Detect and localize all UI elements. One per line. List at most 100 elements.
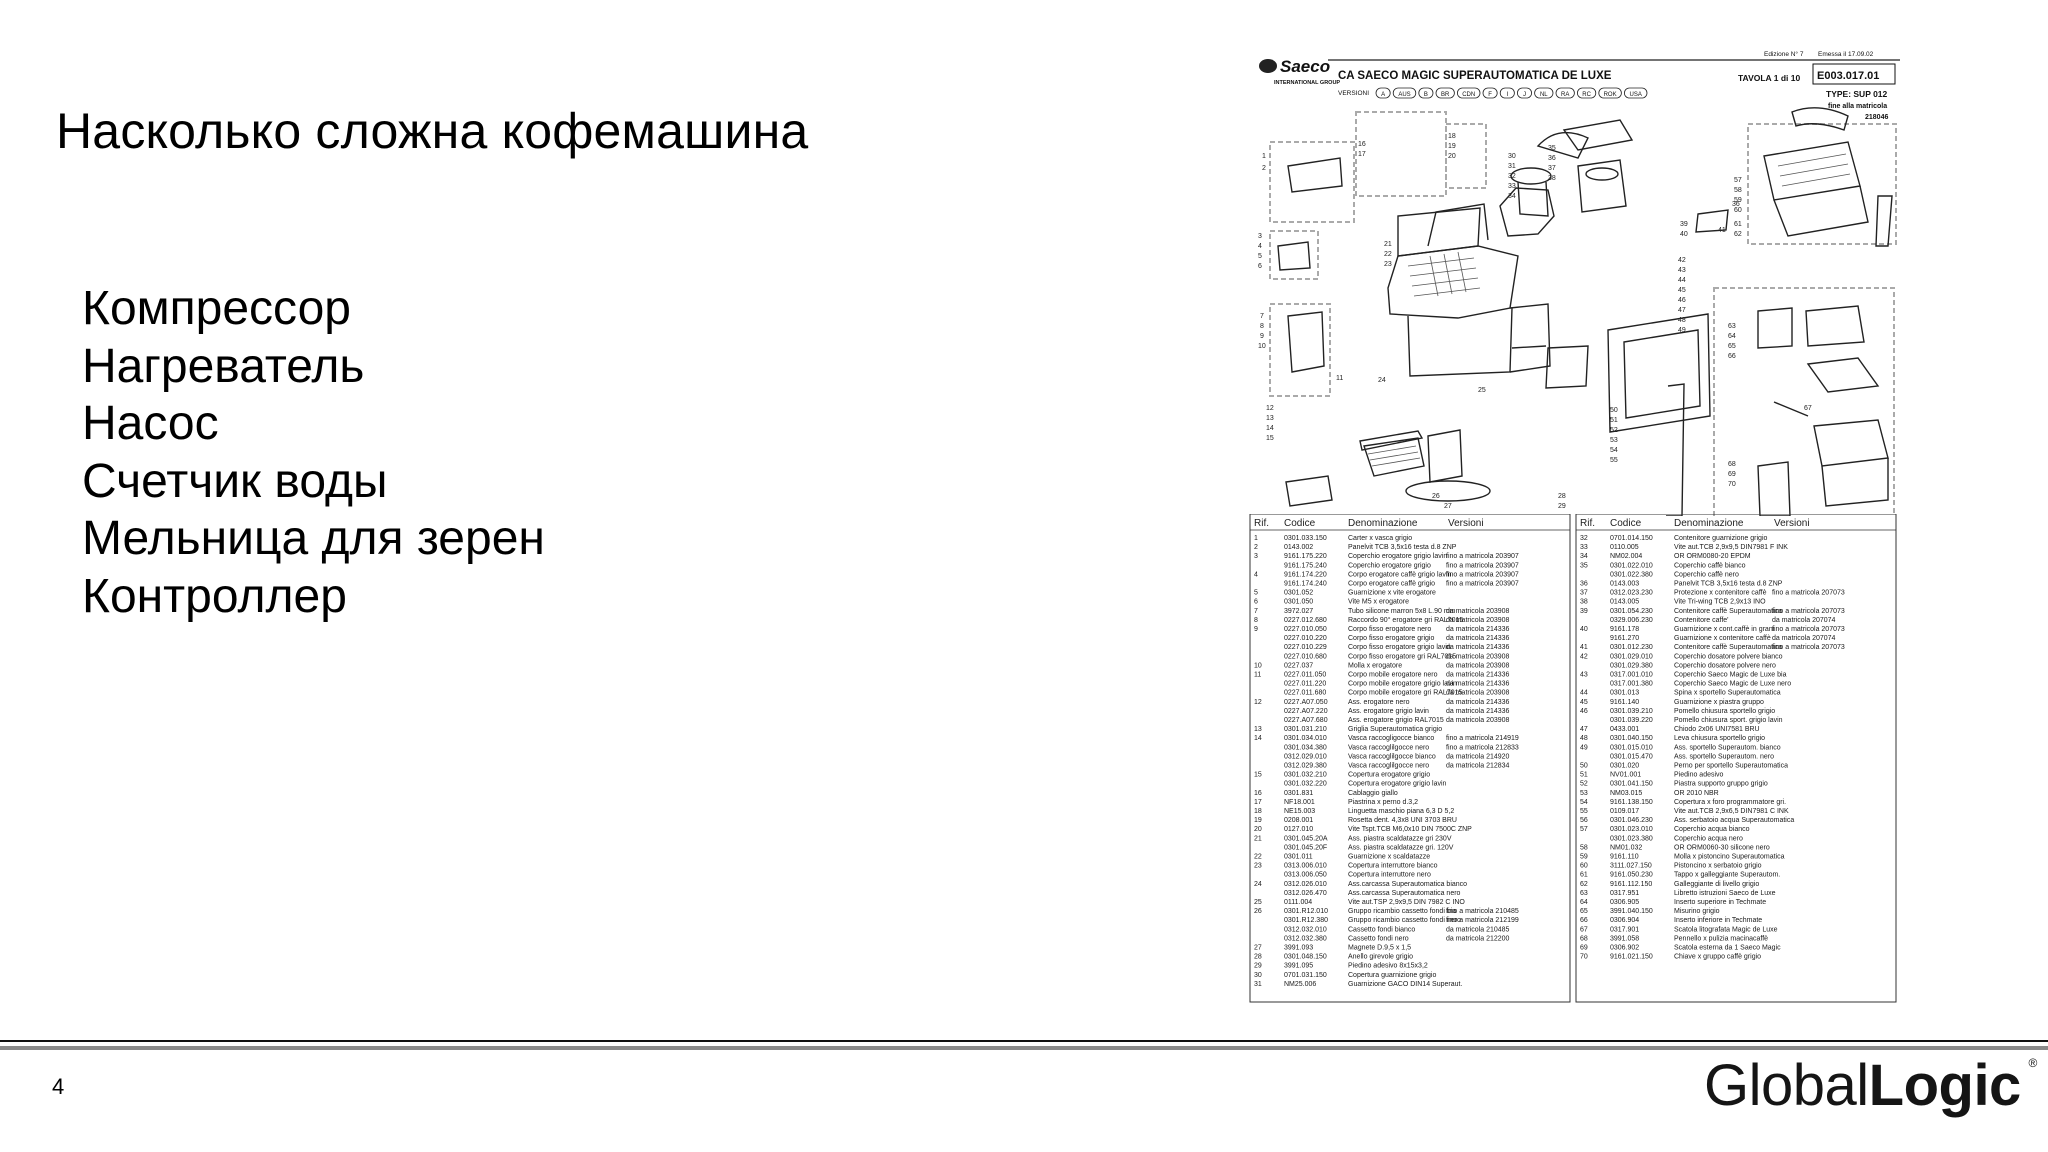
parts-table-cell: 0312.032.010: [1284, 926, 1327, 933]
parts-table-cell: 35: [1580, 562, 1588, 569]
parts-table-cell: da matricola 212834: [1446, 763, 1510, 770]
parts-table-cell: Anello girevole grigio: [1348, 954, 1413, 961]
parts-table-cell: da matricola 212200: [1446, 935, 1510, 942]
parts-table-cell: 3991.040.150: [1610, 908, 1653, 915]
parts-table-cell: 0301.031.210: [1284, 726, 1327, 733]
parts-table-cell: fino a matricola 210485: [1446, 908, 1519, 915]
parts-table-cell: fino a matricola 203907: [1446, 571, 1519, 578]
parts-table-cell: Contenitore caffe': [1674, 617, 1729, 624]
parts-table-cell: 0143.002: [1284, 544, 1313, 551]
parts-table-cell: 42: [1580, 653, 1588, 660]
version-code: J: [1523, 92, 1526, 98]
parts-table-cell: Coperchio dosatore polvere nero: [1674, 662, 1776, 669]
table-header-versioni: Versioni: [1448, 518, 1484, 529]
svg-text:1: 1: [1262, 153, 1266, 160]
parts-table-cell: 24: [1254, 881, 1262, 888]
parts-table-cell: Scatola litografata Magic de Luxe: [1674, 926, 1778, 933]
parts-table-cell: Gruppo ricambio cassetto fondi bia: [1348, 908, 1456, 915]
parts-table-cell: 10: [1254, 662, 1262, 669]
logo-part-logic: Logic: [1868, 1053, 2022, 1118]
parts-table-cell: Leva chiusura sportello grigio: [1674, 735, 1765, 742]
parts-table-cell: 31: [1254, 981, 1262, 988]
svg-text:16: 16: [1358, 141, 1366, 148]
parts-table-cell: Vasca raccoglilgocce nero: [1348, 763, 1429, 770]
svg-text:48: 48: [1678, 317, 1686, 324]
parts-table-cell: 0227.011.680: [1284, 690, 1326, 697]
svg-text:26: 26: [1432, 493, 1440, 500]
parts-table-cell: 34: [1580, 553, 1588, 560]
parts-table-cell: 0227.010.220: [1284, 635, 1327, 642]
parts-table-cell: Carter x vasca grigio: [1348, 535, 1412, 542]
version-code: B: [1424, 92, 1428, 98]
parts-table-cell: 38: [1580, 599, 1588, 606]
parts-table-cell: 46: [1580, 708, 1588, 715]
svg-text:69: 69: [1728, 471, 1736, 478]
parts-table-cell: 0301.040.150: [1610, 735, 1653, 742]
parts-table-cell: 0329.006.230: [1610, 617, 1653, 624]
parts-table-cell: 0301.013: [1610, 690, 1639, 697]
svg-text:15: 15: [1266, 435, 1274, 442]
svg-text:12: 12: [1266, 405, 1274, 412]
parts-table-cell: 0301.R12.380: [1284, 917, 1328, 924]
svg-text:2: 2: [1262, 165, 1266, 172]
version-code: RC: [1582, 92, 1591, 98]
parts-table-cell: 20: [1254, 826, 1262, 833]
parts-table-cell: 44: [1580, 690, 1588, 697]
parts-table-cell: 0301.029.380: [1610, 662, 1653, 669]
parts-table-cell: Coperchio caffè bianco: [1674, 562, 1746, 569]
parts-table-cell: Raccordo 90° erogatore gri RAL7015: [1348, 616, 1463, 624]
parts-table-cell: Pomello chiusura sportello grigio: [1674, 708, 1775, 715]
svg-text:57: 57: [1734, 177, 1742, 184]
parts-list-table: Rif. Codice Denominazione Versioni Rif. …: [1248, 513, 1900, 1004]
version-code: ROK: [1604, 92, 1617, 98]
parts-table-cell: Vite Tri-wing TCB 2,9x13 INO: [1674, 599, 1766, 606]
table-header-rif: Rif.: [1580, 518, 1595, 529]
svg-text:36: 36: [1732, 201, 1740, 208]
page-number: 4: [52, 1074, 65, 1099]
svg-text:41: 41: [1718, 227, 1726, 234]
parts-table-cell: 0312.026.470: [1284, 890, 1327, 897]
parts-table-cell: 13: [1254, 726, 1262, 733]
svg-text:24: 24: [1378, 377, 1386, 384]
parts-table-cell: 0301.015.470: [1610, 753, 1653, 760]
svg-text:70: 70: [1728, 481, 1736, 488]
parts-table-cell: Misurino grigio: [1674, 908, 1720, 915]
parts-table-cell: 9161.050.230: [1610, 872, 1653, 879]
parts-table-cell: 1: [1254, 535, 1258, 542]
parts-table-cell: Rosetta dent. 4,3x8 UNI 3703 BRU: [1348, 817, 1457, 824]
parts-table-cell: 0301.033.150: [1284, 535, 1327, 542]
parts-table-cell: 0301.039.220: [1610, 717, 1653, 724]
parts-table-cell: 0701.031.150: [1284, 972, 1327, 979]
parts-table-cell: NM02.004: [1610, 553, 1642, 560]
parts-table-cell: 39: [1580, 608, 1588, 615]
version-code: A: [1381, 92, 1385, 98]
parts-table-cell: da matricola 203908: [1446, 717, 1510, 724]
drawing-logo: Saeco: [1280, 57, 1330, 76]
svg-text:18: 18: [1448, 133, 1456, 140]
parts-table-cell: 43: [1580, 672, 1588, 679]
parts-table-cell: 9161.174.240: [1284, 581, 1327, 588]
parts-table-cell: Vite aut.TCB 2,9x6,5 DIN7981 C INK: [1674, 808, 1789, 815]
svg-text:66: 66: [1728, 353, 1736, 360]
parts-table-cell: 53: [1580, 790, 1588, 797]
parts-table-cell: 0301.029.010: [1610, 653, 1653, 660]
parts-table-cell: 0227.011.220: [1284, 681, 1326, 688]
parts-table-cell: 65: [1580, 908, 1588, 915]
parts-table-cell: da matricola 207074: [1772, 617, 1836, 624]
parts-table-cell: 16: [1254, 790, 1262, 797]
parts-table-cell: 45: [1580, 699, 1588, 706]
parts-table-cell: NF18.001: [1284, 799, 1315, 806]
parts-table-cell: 0301.039.210: [1610, 708, 1653, 715]
parts-table-cell: 9161.021.150: [1610, 954, 1653, 961]
parts-table-cell: da matricola 203908: [1446, 653, 1510, 660]
parts-table-cell: 12: [1254, 699, 1262, 706]
parts-table-cell: Ass. piastra scaldatazze gri. 120V: [1348, 844, 1454, 851]
parts-table-cell: Galleggiante di livello grigio: [1674, 881, 1759, 888]
parts-table-cell: Ass.carcassa Superautomatica bianco: [1348, 881, 1467, 888]
svg-text:8: 8: [1260, 323, 1264, 330]
parts-table-cell: 21: [1254, 835, 1262, 842]
parts-table-cell: Molla x erogatore: [1348, 662, 1402, 669]
parts-table-cell: 41: [1580, 644, 1588, 651]
parts-table-cell: Corpo fisso erogatore grigio: [1348, 635, 1434, 642]
